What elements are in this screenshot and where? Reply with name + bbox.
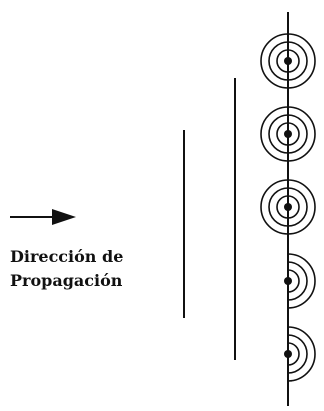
half-wave-ring-inner [287,342,300,366]
wave-ring-middle [268,41,308,81]
wave-ring-outer [260,179,316,235]
half-wave-ring-outer [287,253,316,309]
source-dot [284,277,292,285]
half-wave-ring-inner [287,269,300,293]
label-line-2: Propagación [10,271,123,290]
wave-ring-outer [260,33,316,89]
half-wave-ring-outer [287,326,316,382]
arrow-head [52,209,76,225]
wave-ring-middle [268,114,308,154]
direction-arrow-icon [10,209,76,225]
source-dot [284,130,292,138]
source-dot [284,57,292,65]
wave-ring-outer [260,106,316,162]
half-wave-ring-middle [287,334,308,374]
half-wave-source-2 [284,326,316,382]
label-line-1: Dirección de [10,247,123,266]
source-dot [284,203,292,211]
source-dot [284,350,292,358]
half-wave-source-1 [284,253,316,309]
wave-ring-inner [276,195,300,219]
wave-source-2 [260,106,316,162]
wave-source-1 [260,33,316,89]
wave-ring-inner [276,122,300,146]
wave-source-3 [260,179,316,235]
wave-ring-inner [276,49,300,73]
half-wave-ring-middle [287,261,308,301]
wave-ring-middle [268,187,308,227]
